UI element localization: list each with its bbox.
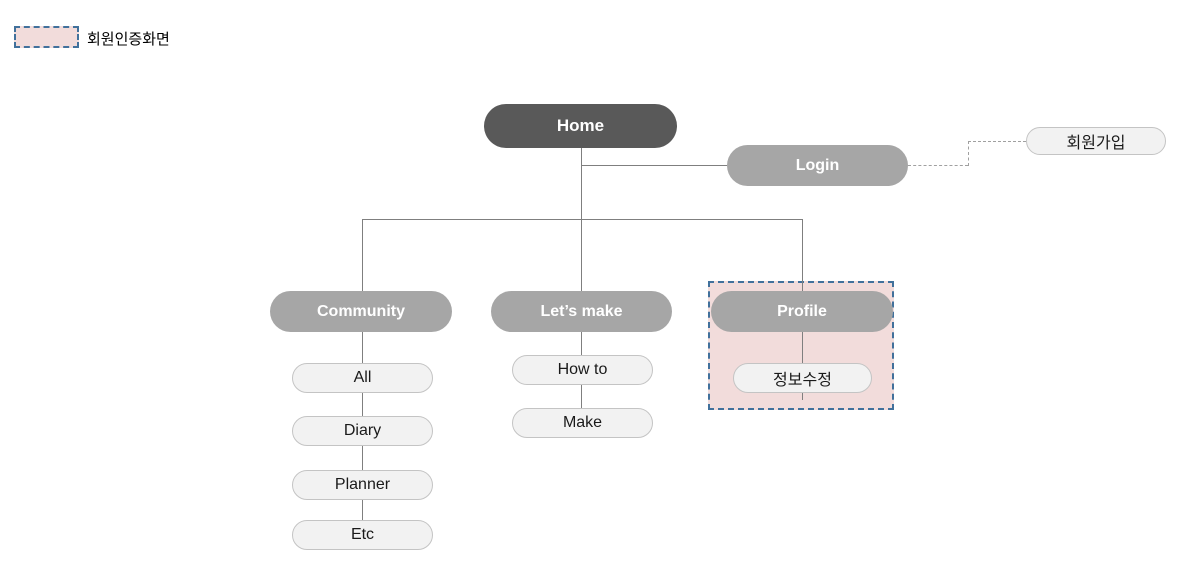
node-community-etc: Etc [292,520,433,550]
node-letsmake-howto: How to [512,355,653,385]
connector-home-login [581,165,727,166]
legend-auth-swatch [14,26,79,48]
node-login: Login [727,145,908,186]
node-letsmake-make: Make [512,408,653,438]
node-lets-make: Let’s make [491,291,672,332]
connector-home-column [581,148,582,423]
connector-login-signup-segment3 [968,141,1026,142]
node-profile: Profile [711,291,893,332]
node-home: Home [484,104,677,148]
connector-login-signup-segment2 [968,141,969,166]
connector-login-signup-segment1 [908,165,968,166]
node-community-all: All [292,363,433,393]
node-signup: 회원가입 [1026,127,1166,155]
node-community-planner: Planner [292,470,433,500]
connector-branch-horizontal [362,219,802,220]
node-profile-editinfo: 정보수정 [733,363,872,393]
node-community-diary: Diary [292,416,433,446]
legend-auth-label: 회원인증화면 [87,31,170,48]
node-community: Community [270,291,452,332]
